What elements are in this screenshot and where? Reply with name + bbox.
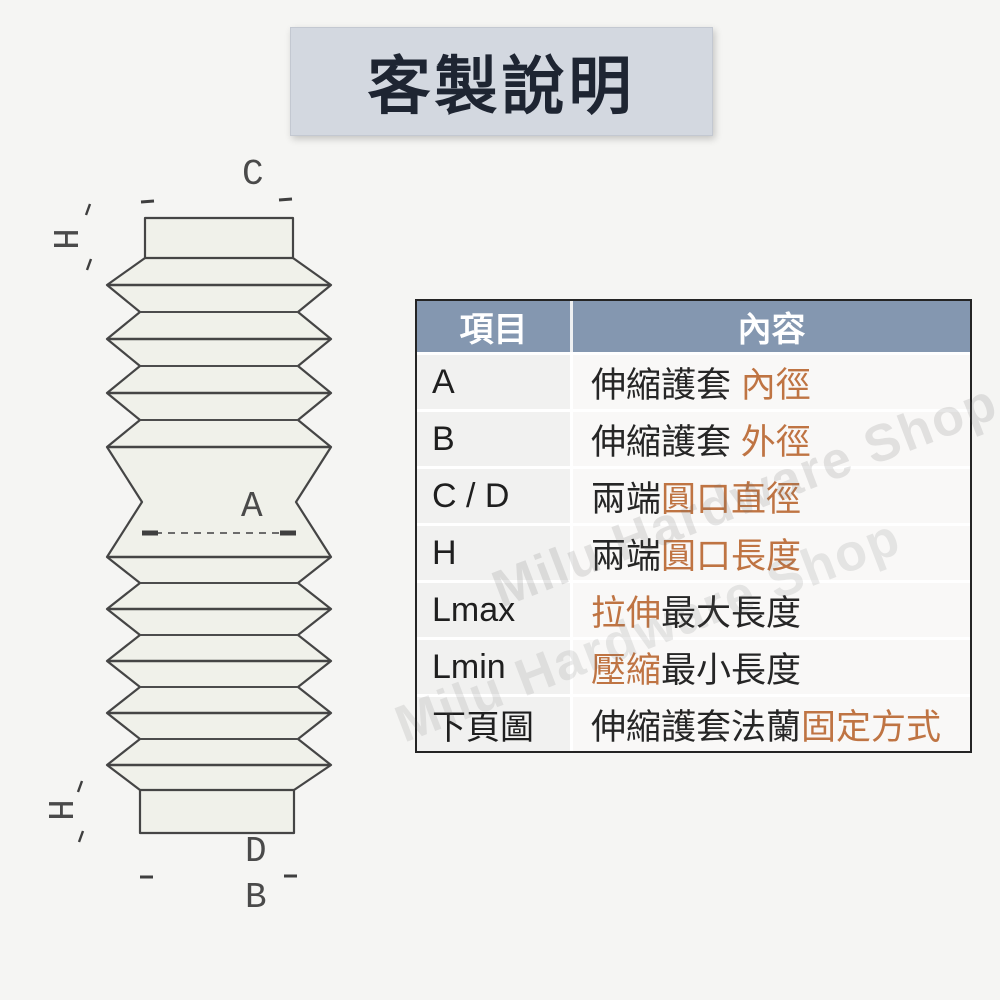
row-content: 兩端圓口直徑	[573, 469, 970, 523]
table-row: C / D 兩端圓口直徑	[417, 466, 970, 523]
content-highlight: 外徑	[740, 422, 811, 462]
content-text: 兩端	[591, 536, 662, 576]
content-highlight: 圓口長度	[661, 536, 802, 576]
dim-label-h-top: H	[42, 228, 84, 250]
table-row: B 伸縮護套 外徑	[417, 409, 970, 466]
dim-label-h-bottom: H	[37, 799, 79, 821]
col-header-item: 項目	[417, 301, 573, 352]
row-item-label: B	[417, 412, 573, 466]
content-text: 伸縮護套	[591, 365, 741, 405]
dim-label-d: D	[245, 831, 267, 872]
row-item-label: Lmax	[417, 583, 573, 637]
page-title: 客製說明	[367, 52, 636, 122]
content-text: 最大長度	[661, 593, 802, 633]
table-row: 下頁圖 伸縮護套法蘭固定方式	[417, 694, 970, 751]
row-item-label: 下頁圖	[417, 697, 573, 751]
table-row: H 兩端圓口長度	[417, 523, 970, 580]
row-content: 伸縮護套 內徑	[573, 355, 970, 409]
content-text: 最小長度	[661, 650, 802, 690]
col-header-content: 內容	[737, 311, 806, 349]
row-content: 兩端圓口長度	[573, 526, 970, 580]
row-content: 伸縮護套法蘭固定方式	[573, 697, 970, 751]
row-item-label: Lmin	[417, 640, 573, 694]
dim-label-c: C	[242, 154, 264, 195]
content-text: 兩端	[591, 479, 662, 519]
dim-label-b: B	[245, 877, 267, 918]
content-text: 伸縮護套	[591, 422, 741, 462]
content-highlight: 圓口直徑	[661, 479, 802, 519]
table-row: Lmin 壓縮最小長度	[417, 637, 970, 694]
content-text: 伸縮護套法蘭	[591, 707, 802, 747]
row-content: 壓縮最小長度	[573, 640, 970, 694]
table-row: A 伸縮護套 內徑	[417, 352, 970, 409]
row-item-label: A	[417, 355, 573, 409]
row-content: 伸縮護套 外徑	[573, 412, 970, 466]
content-highlight: 固定方式	[801, 707, 942, 747]
table-row: Lmax 拉伸最大長度	[417, 580, 970, 637]
dim-label-a: A	[241, 486, 263, 527]
row-content: 拉伸最大長度	[573, 583, 970, 637]
bellows-drawing-icon	[76, 197, 333, 879]
content-highlight: 壓縮	[591, 650, 662, 690]
title-banner: 客製說明	[290, 27, 713, 136]
content-highlight: 拉伸	[591, 593, 662, 633]
bellows-diagram: C H A D B H	[37, 154, 380, 925]
row-item-label: C / D	[417, 469, 573, 523]
table-header-row: 項目 內容	[417, 301, 970, 352]
spec-table: 項目 內容 A 伸縮護套 內徑 B 伸縮護套 外徑 C / D 兩端圓口直徑 H…	[415, 299, 972, 753]
content-highlight: 內徑	[740, 365, 811, 405]
row-item-label: H	[417, 526, 573, 580]
